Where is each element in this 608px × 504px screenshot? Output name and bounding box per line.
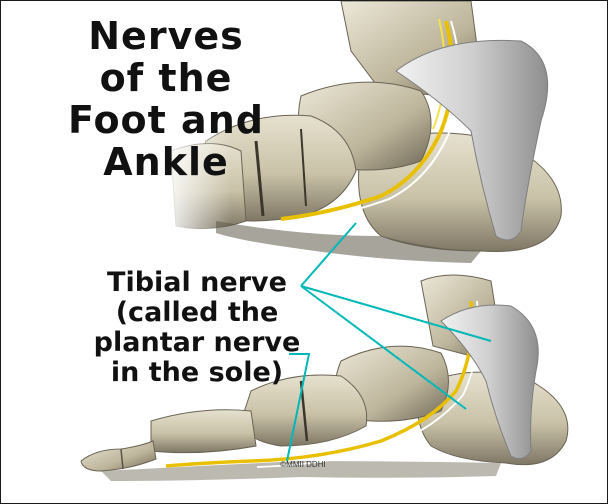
title-line-2: of the bbox=[61, 58, 271, 98]
label-line-3: plantar nerve bbox=[77, 329, 317, 357]
title-line-1: Nerves bbox=[61, 16, 271, 56]
title-line-4: Ankle bbox=[61, 142, 271, 182]
label-line-4: in the sole) bbox=[77, 359, 317, 387]
phalanges-bones bbox=[81, 441, 156, 471]
metatarsal-bones-lower bbox=[151, 410, 256, 453]
label-line-2: (called the bbox=[77, 299, 317, 327]
title-line-3: Foot and bbox=[61, 100, 271, 140]
copyright-text: ©MMII DDHI bbox=[263, 460, 343, 469]
label-line-1: Tibial nerve bbox=[77, 269, 317, 297]
